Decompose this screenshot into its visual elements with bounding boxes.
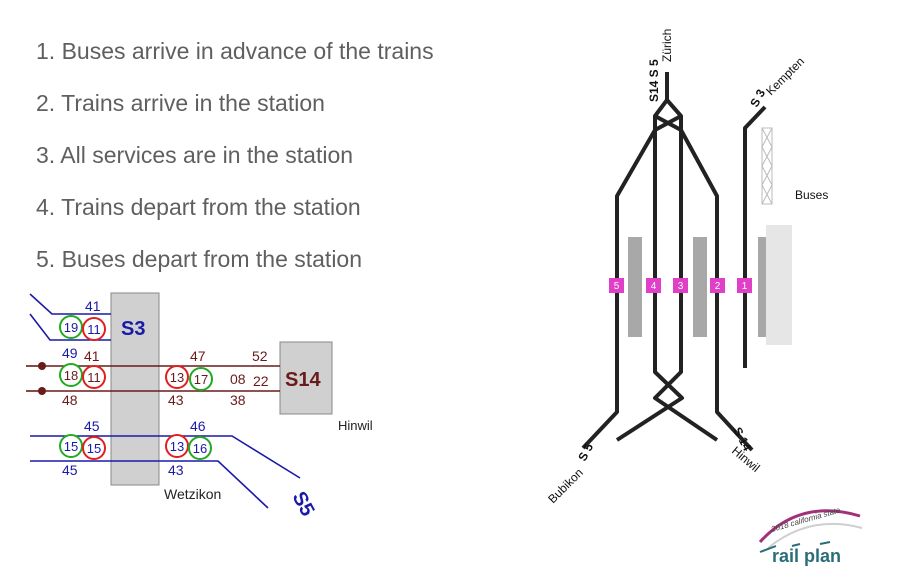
s14-label: S14 [285,369,321,391]
platform-number: 4 [651,281,657,292]
circled-time: 15 [87,441,101,456]
platform-bar [758,237,766,337]
zurich-label: Zürich [660,29,674,62]
time-label: 45 [62,462,78,478]
s14-terminal-dot [38,362,46,370]
track-diagram: Buses 5 4 3 2 1 S14 S 5 [545,29,828,506]
s5-line-bottom [30,460,269,509]
zurich-lines-label: S14 S 5 [647,59,661,102]
step-1: 1. Buses arrive in advance of the trains [36,38,434,64]
time-label: 22 [253,373,269,389]
time-label: 38 [230,392,246,408]
platform-tag [646,278,661,293]
s5-label: S5 [288,488,319,520]
time-label: 41 [84,348,100,364]
bubikon-label: Bubikon [545,466,586,507]
s5-line-top [30,435,301,479]
platform-bar [628,237,642,337]
circled-time: 13 [170,370,184,385]
s14-terminal-dot [38,387,46,395]
circled-time: 11 [87,370,101,385]
time-label: 41 [85,298,101,314]
time-label: 08 [230,371,246,387]
circled-times: 19 11 18 11 13 17 15 15 13 16 [59,315,213,460]
platform-number: 2 [715,281,721,292]
time-label: 43 [168,462,184,478]
logo-track-icon [759,541,831,553]
step-3: 3. All services are in the station [36,142,354,168]
circled-time: 17 [194,372,208,387]
hinwil-label: Hinwil [338,418,373,433]
circled-time: 16 [193,441,207,456]
time-label: 46 [190,418,206,434]
step-2: 2. Trains arrive in the station [36,90,325,116]
schedule-times: 41 49 41 47 52 08 22 48 43 38 45 46 45 4… [62,298,269,478]
bus-platform [766,225,792,345]
s14-box [279,341,333,415]
time-label: 48 [62,392,78,408]
s3-label: S3 [121,318,145,340]
time-label: 52 [252,348,268,364]
circled-time: 19 [64,320,78,335]
platform-number: 3 [678,281,684,292]
s3-box [110,292,160,486]
step-5: 5. Buses depart from the station [36,246,363,272]
platform-tag [673,278,688,293]
time-label: 49 [62,345,78,361]
rail-plan-logo: 2018 california state rail plan [758,505,863,566]
wetzikon-label: Wetzikon [164,486,221,502]
platform-number: 1 [742,281,748,292]
bus-line-top [29,293,111,315]
logo-swoosh [758,509,861,544]
logo-year-text: 2018 california state [769,505,842,534]
track-lines [581,72,767,452]
circled-time: 15 [64,439,78,454]
kempten-label: Kempten [763,54,807,98]
bus-stop-marker [761,127,773,205]
process-steps: 1. Buses arrive in advance of the trains… [36,36,434,296]
platform-bar [693,237,707,337]
s5-track-label: S 5 [575,441,596,464]
logo-name: rail plan [772,546,841,566]
buses-label: Buses [795,188,828,202]
time-label: 45 [84,418,100,434]
platform-tag [609,278,624,293]
step-4: 4. Trains depart from the station [36,194,361,220]
platform-tag [710,278,725,293]
schedule-diagram: S3 S14 Hinwil S5 Wetzikon 41 49 41 47 52… [26,292,373,520]
time-label: 43 [168,392,184,408]
circled-time: 18 [64,368,78,383]
circled-time: 13 [170,439,184,454]
platform-number: 5 [614,281,620,292]
platform-tag [737,278,752,293]
circled-time: 11 [87,322,101,337]
time-label: 47 [190,348,206,364]
platform-tags: 5 4 3 2 1 [609,278,752,293]
